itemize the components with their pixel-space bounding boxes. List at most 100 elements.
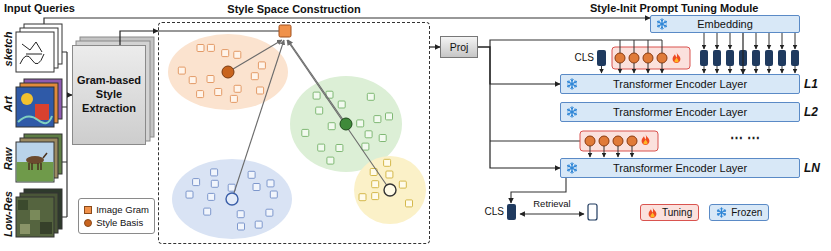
snowflake-tip [717, 209, 726, 216]
basis-links-part [288, 40, 346, 124]
image-gram-point [186, 191, 193, 198]
node-label: Transformer Encoder Layer [613, 162, 747, 174]
token-arrow [632, 146, 633, 157]
token-arrow [648, 63, 649, 73]
prompt-token [627, 136, 637, 146]
image-gram-point [178, 67, 185, 74]
token-label: CLS [575, 52, 594, 64]
legend-text: Image Gram [96, 204, 149, 215]
style-clusters [168, 34, 426, 239]
style-clusters-part [168, 34, 288, 110]
legend-row: Style Basis [84, 217, 149, 228]
image-gram-point [367, 93, 374, 100]
art-images-part [35, 104, 49, 120]
image-gram-point [251, 73, 258, 80]
sketch-images [16, 24, 62, 72]
image-gram-point [208, 193, 215, 200]
style-basis-points-part [340, 118, 352, 130]
snowflake-tip [567, 164, 577, 171]
token-arrow [769, 66, 770, 73]
node-label: Gram-based Style Extraction [76, 74, 142, 115]
basis-links-part [228, 40, 282, 72]
token-arrow [717, 33, 718, 49]
image-gram-point [384, 159, 391, 166]
token-arrow [795, 33, 796, 49]
image-gram-point [238, 223, 245, 230]
input-to-embedding-line [44, 18, 650, 24]
image-gram-point [230, 95, 237, 102]
layer-index: L2 [804, 105, 818, 119]
extraction-box: Gram-based Style Extraction [72, 45, 146, 145]
image-gram-point [215, 89, 222, 96]
image-gram-point [197, 45, 204, 52]
image-gram-point [255, 221, 262, 228]
flame-outer [642, 134, 650, 145]
basis-links [228, 40, 390, 199]
image-gram-point [270, 191, 277, 198]
image-gram-query-part [279, 25, 291, 37]
image-gram-point [189, 77, 196, 84]
image-gram-point [316, 107, 323, 114]
node-label: Proj [450, 41, 469, 53]
node-label: Embedding [697, 18, 753, 30]
prompt-token [643, 53, 653, 63]
embedding-token [752, 50, 760, 66]
image-gram-point [406, 200, 413, 207]
tuning-prompt-box [612, 47, 690, 69]
style-basis-points [222, 66, 396, 205]
flame-inner [674, 58, 678, 63]
art-images-part [21, 93, 33, 105]
token-arrow [704, 33, 705, 49]
snowflake-icon [656, 18, 668, 30]
style-basis-points-part [226, 193, 238, 205]
style-space-region: Style Space Construction [158, 22, 430, 244]
prompt-token [613, 136, 623, 146]
prompt-feed-drop [648, 40, 649, 53]
flame-inner [650, 213, 654, 218]
raw-images-part [16, 142, 54, 182]
flame-icon [642, 134, 650, 145]
flame-inner [643, 140, 647, 145]
prompt-feed-drop [620, 40, 621, 53]
token-arrow [769, 33, 770, 49]
embedding-token [726, 50, 734, 66]
connector [120, 31, 158, 45]
image-gram-point [313, 92, 320, 99]
image-gram-point [362, 143, 369, 150]
embedding-token [700, 50, 708, 66]
legend-text: Tuning [662, 207, 692, 218]
art-images [16, 79, 62, 127]
legend-item: Tuning [640, 204, 699, 221]
image-gram-point [327, 157, 334, 164]
image-gram-point [372, 193, 379, 200]
connector [478, 47, 560, 168]
embedding-token [791, 50, 799, 66]
token-arrow [662, 63, 663, 73]
prompt-feed-line [490, 140, 580, 141]
image-gram-point [211, 169, 218, 176]
embedding-token [713, 50, 721, 66]
art-images-part [16, 87, 54, 127]
gallery-token [588, 204, 597, 220]
low-res-images [16, 189, 62, 237]
token-arrow [601, 66, 602, 73]
token-arrow [782, 33, 783, 49]
flame-icon [647, 207, 658, 218]
query-to-extractor-lines-part [62, 52, 67, 217]
image-gram-point [386, 171, 393, 178]
image-gram-point [211, 180, 218, 187]
image-gram-point [234, 51, 241, 58]
tuning-prompt-box [580, 131, 658, 151]
low-res-images-part [30, 210, 40, 220]
embedding-box: Embedding [650, 15, 800, 33]
image-gram-point [328, 123, 335, 130]
image-gram-point [207, 76, 214, 83]
token-rows [490, 33, 799, 220]
image-gram-point [338, 101, 345, 108]
snowflake-icon [716, 207, 727, 218]
token-arrow [590, 146, 591, 157]
token-arrow [756, 33, 757, 49]
token-arrow [730, 33, 731, 49]
image-gram-point [359, 194, 366, 201]
